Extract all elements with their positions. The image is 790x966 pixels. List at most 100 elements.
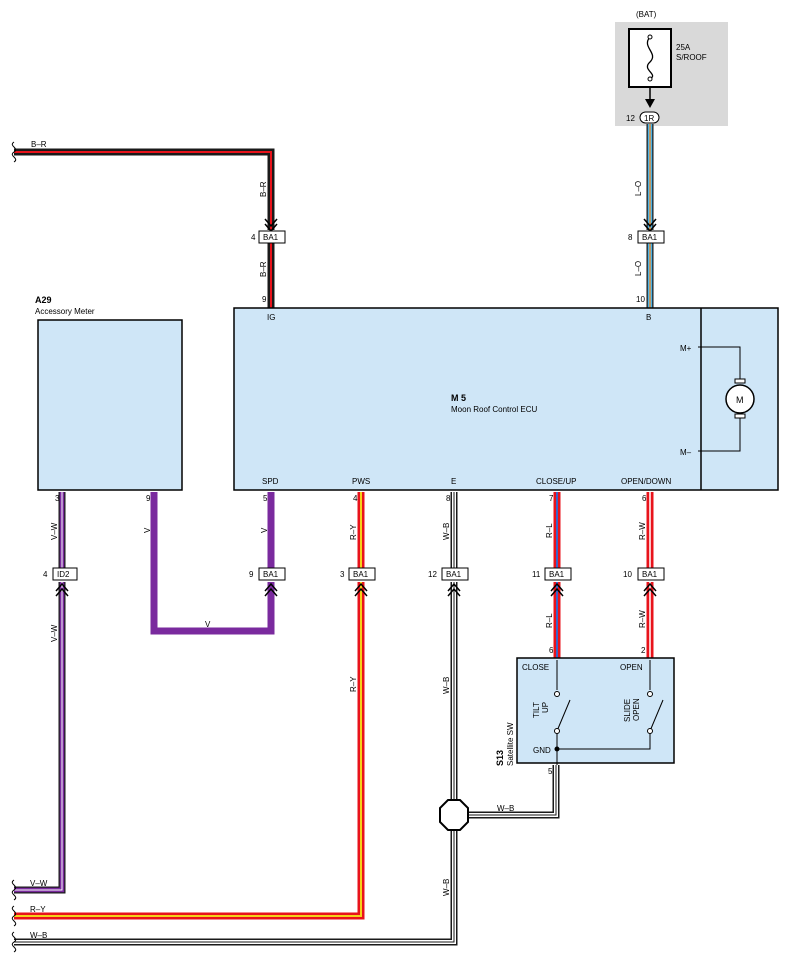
wire-label-lo-1: L–O <box>634 181 643 196</box>
fuse-connector-label: 1R <box>644 114 654 123</box>
fuse-terminal-bottom <box>647 76 653 82</box>
ecu-box <box>233 307 779 491</box>
connector-id2-4: ID2 4 <box>43 567 78 597</box>
wire-label-wb-bottom: W–B <box>30 931 47 940</box>
connector-id2-4-label: ID2 <box>57 570 70 579</box>
ecu-pinno-spd: 5 <box>263 494 268 503</box>
fuse-amp-label: 25A <box>676 43 691 52</box>
wire-label-vw-bottom: V–W <box>30 879 48 888</box>
switch-gnd-label: GND <box>533 746 551 755</box>
wire-label-vw-1: V–W <box>50 522 59 540</box>
connector-ba1-8-label: BA1 <box>642 233 658 242</box>
meter-pin-9: 9 <box>146 494 151 503</box>
ecu-pin-pws: PWS <box>352 477 370 486</box>
switch-box <box>516 657 675 764</box>
motor-wiring <box>698 346 741 452</box>
switch-slide-label: SLIDE <box>623 699 632 722</box>
connector-ba1-9-pin: 9 <box>249 570 254 579</box>
wire-v <box>150 492 275 635</box>
meter-pin-3: 3 <box>55 494 60 503</box>
meter-code: A29 <box>35 295 52 305</box>
ecu-pin-open-down: OPEN/DOWN <box>621 477 671 486</box>
wire-label-lo-2: L–O <box>634 261 643 276</box>
motor-symbol: M <box>736 395 744 405</box>
wire-w-b <box>14 492 560 946</box>
motor-plus-label: M+ <box>680 344 692 353</box>
ecu-pin-close-up: CLOSE/UP <box>536 477 576 486</box>
wire-label-wb-2: W–B <box>442 677 451 694</box>
wire-b-r <box>14 148 275 308</box>
wire-label-wb-3: W–B <box>442 879 451 896</box>
switch-name: Satellite SW <box>506 722 515 766</box>
wire-end-ry <box>11 905 17 927</box>
motor-icon <box>725 384 755 414</box>
connector-ba1-12-pin: 12 <box>428 570 437 579</box>
fuse-connector-1r <box>639 111 660 124</box>
wire-label-br-1: B–R <box>259 181 268 197</box>
wire-label-v-3: V <box>205 620 211 629</box>
fuse-connector-pin: 12 <box>626 114 635 123</box>
connector-ba1-3-label: BA1 <box>353 570 369 579</box>
wire-label-rl-1: R–L <box>545 523 554 538</box>
connector-ba1-10-label: BA1 <box>642 570 658 579</box>
wire-end-wb <box>11 931 17 953</box>
wire-label-ry-bottom: R–Y <box>30 905 46 914</box>
meter-box <box>37 319 183 491</box>
connector-ba1-12-label: BA1 <box>446 570 462 579</box>
wire-label-v-1: V <box>143 527 152 533</box>
wire-label-wb-1: W–B <box>442 523 451 540</box>
fuse-box-label: (BAT) <box>636 10 657 19</box>
fuse-terminal-top <box>647 34 653 40</box>
ecu-pinno-b: 10 <box>636 295 645 304</box>
connector-ba1-9-label: BA1 <box>263 570 279 579</box>
motor-minus-label: M– <box>680 448 692 457</box>
wire-label-rw-2: R–W <box>638 610 647 628</box>
connector-ba1-11-label: BA1 <box>549 570 565 579</box>
switch-pin-close-no: 6 <box>549 646 554 655</box>
ecu-pinno-close-up: 7 <box>549 494 554 503</box>
wire-label-rw-1: R–W <box>638 522 647 540</box>
connector-ba1-4-pin: 4 <box>251 233 256 242</box>
ecu-pin-ig: IG <box>267 313 275 322</box>
wire-label-v-2: V <box>260 527 269 533</box>
ecu-pinno-open-down: 6 <box>642 494 647 503</box>
wire-label-vw-2: V–W <box>50 624 59 642</box>
wire-end-vw <box>11 879 17 901</box>
motor-brush-bottom <box>734 413 746 419</box>
connector-ba1-10: BA1 10 <box>623 567 665 597</box>
connector-ba1-12: BA1 12 <box>428 567 469 597</box>
wire-label-wb-side: W–B <box>497 804 514 813</box>
wire-label-rl-2: R–L <box>545 613 554 628</box>
ecu-pin-spd: SPD <box>262 477 279 486</box>
switch-tilt-label: TILT <box>532 702 541 718</box>
connector-ba1-8-pin: 8 <box>628 233 633 242</box>
ecu-name: Moon Roof Control ECU <box>451 405 537 414</box>
switch-open-label: OPEN <box>620 663 643 672</box>
connector-ba1-10-pin: 10 <box>623 570 632 579</box>
ecu-pinno-ig: 9 <box>262 295 267 304</box>
fuse-plug-icon <box>645 99 655 108</box>
junction-connector <box>439 799 469 831</box>
switch-code: S13 <box>495 750 505 766</box>
switch-up-label: UP <box>541 702 550 713</box>
switch-pin-gnd-no: 5 <box>548 767 553 776</box>
meter-name: Accessory Meter <box>35 307 95 316</box>
connector-ba1-4-label: BA1 <box>263 233 279 242</box>
motor-brush-top <box>734 378 746 384</box>
wire-v-w <box>14 492 66 894</box>
ecu-pin-b: B <box>646 313 651 322</box>
connector-id2-4-pin: 4 <box>43 570 48 579</box>
wire-label-ry-1: R–Y <box>349 524 358 540</box>
wire-label-br-top: B–R <box>31 140 47 149</box>
switch-close-label: CLOSE <box>522 663 549 672</box>
connector-ba1-11: BA1 11 <box>532 567 572 597</box>
connector-ba1-8: BA1 8 <box>628 218 665 244</box>
wire-r-y <box>14 492 365 920</box>
switch-open-sub-label: OPEN <box>632 698 641 721</box>
wire-end-br <box>11 141 17 163</box>
ecu-pinno-e: 8 <box>446 494 451 503</box>
connector-ba1-9: BA1 9 <box>249 567 286 597</box>
wire-label-br-2: B–R <box>259 261 268 277</box>
ecu-pinno-pws: 4 <box>353 494 358 503</box>
